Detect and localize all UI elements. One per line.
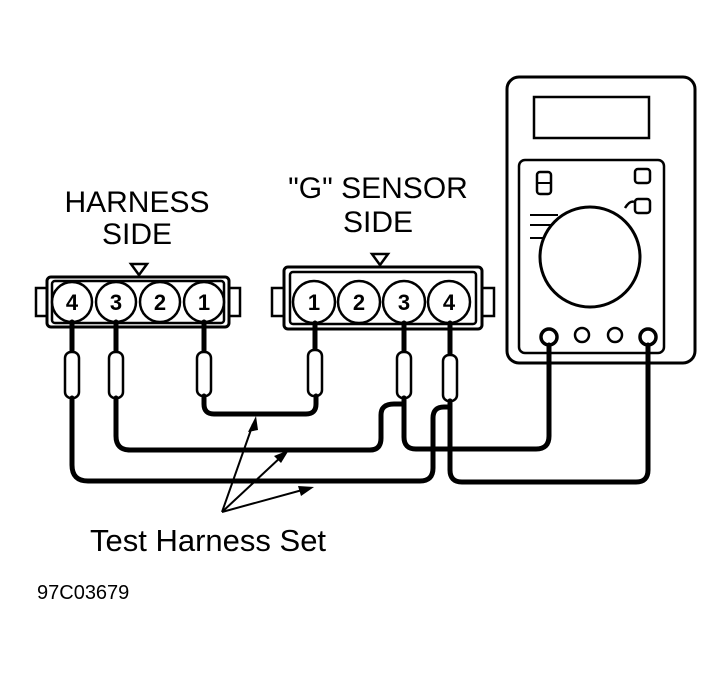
- harness-pin-2: 2: [138, 280, 182, 324]
- rotary-dial: [538, 205, 642, 309]
- lock-tab-icon: [369, 252, 391, 268]
- harness-side-label-1: HARNESS: [64, 186, 209, 219]
- multimeter-display: [532, 95, 651, 140]
- svg-text:1: 1: [198, 290, 210, 315]
- arrow-head-icon: [298, 486, 314, 496]
- sensor-pin-2: 2: [336, 279, 382, 325]
- wire-4-to-4: [69, 395, 453, 484]
- sensor-pin-3: 3: [381, 279, 427, 325]
- g-sensor-connector: 1 2 3 4: [270, 252, 496, 331]
- svg-text:2: 2: [154, 290, 166, 315]
- test-lead-3: [107, 319, 125, 400]
- sensor-lead-1: [306, 320, 324, 398]
- test-lead-1: [195, 319, 213, 398]
- g-sensor-side-label-2: SIDE: [343, 206, 413, 239]
- svg-text:3: 3: [110, 290, 122, 315]
- svg-text:1: 1: [308, 290, 320, 315]
- wire-1-to-1: [201, 393, 319, 417]
- harness-pin-1: 1: [182, 280, 226, 324]
- test-lead-4: [63, 319, 81, 400]
- harness-connector: 4 3 2 1: [34, 262, 242, 329]
- svg-text:3: 3: [398, 290, 410, 315]
- wire-sensor4-to-meter-v: [447, 342, 651, 485]
- figure-id: 97C03679: [37, 582, 129, 604]
- harness-side-label-2: SIDE: [102, 218, 172, 251]
- g-sensor-side-label-1: "G" SENSOR: [288, 172, 468, 205]
- svg-text:4: 4: [443, 290, 456, 315]
- sensor-lead-3: [395, 320, 413, 400]
- sensor-pin-1: 1: [291, 279, 337, 325]
- test-harness-label: Test Harness Set: [90, 523, 326, 558]
- harness-pin-4: 4: [50, 280, 94, 324]
- sensor-pin-4: 4: [426, 279, 472, 325]
- svg-text:2: 2: [353, 290, 365, 315]
- arrow-head-icon: [274, 450, 289, 463]
- svg-text:4: 4: [66, 290, 79, 315]
- wire-3-to-3: [113, 395, 407, 453]
- harness-pin-3: 3: [94, 280, 138, 324]
- multimeter-icon: [505, 75, 697, 365]
- lock-tab-icon: [128, 262, 150, 278]
- callout-arrows: [221, 416, 314, 513]
- wire-sensor3-to-meter-com: [401, 342, 552, 452]
- arrow-head-icon: [248, 416, 258, 432]
- sensor-lead-4: [441, 320, 459, 403]
